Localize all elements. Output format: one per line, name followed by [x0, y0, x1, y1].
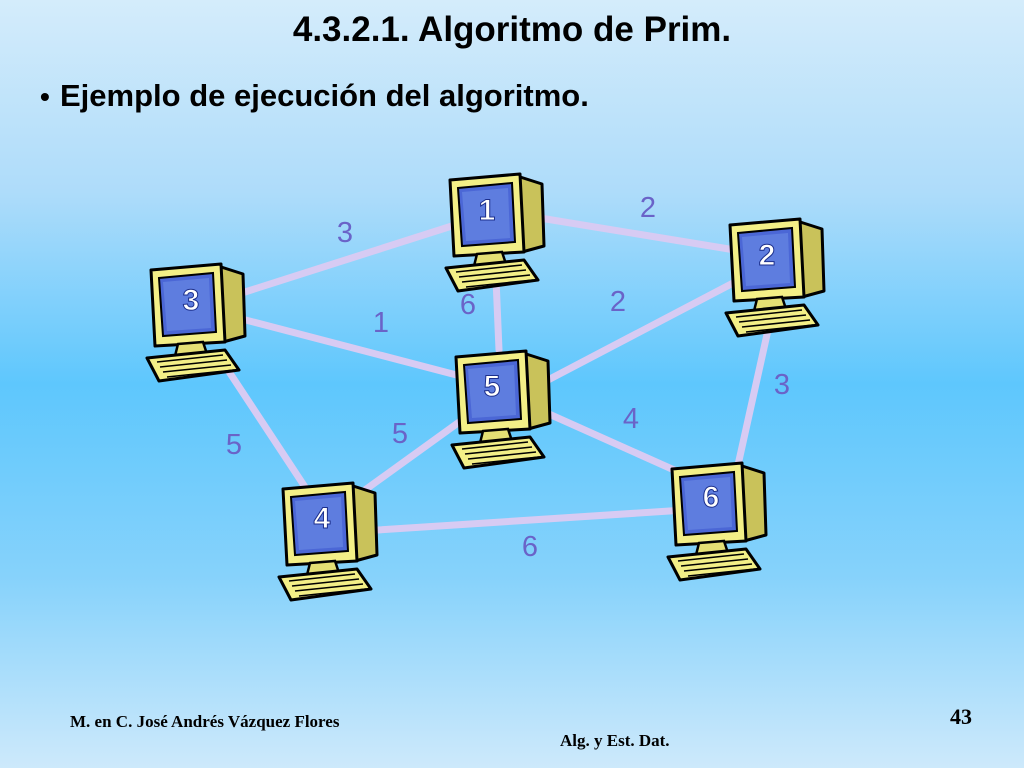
edge-weight-1-5: 6: [460, 289, 476, 321]
node-1: 1: [444, 172, 546, 293]
node-label-3: 3: [183, 284, 200, 317]
edge-3-4: [214, 351, 309, 491]
node-label-6: 6: [703, 481, 720, 514]
edge-4-6: [374, 506, 689, 534]
page-number: 43: [950, 704, 972, 729]
edge-weight-1-3: 3: [337, 217, 353, 249]
node-4: 4: [277, 481, 379, 602]
edge-2-5: [544, 278, 739, 384]
bullet-item: • Ejemplo de ejecución del algoritmo.: [40, 78, 589, 114]
edge-2-6: [734, 308, 776, 469]
edge-5-6: [536, 406, 696, 482]
bullet-dot: •: [40, 81, 50, 112]
computer-icon: [724, 217, 826, 338]
node-2: 2: [724, 217, 826, 338]
node-6: 6: [666, 461, 768, 582]
edge-weight-4-6: 6: [522, 531, 538, 563]
footer-course: Alg. y Est. Dat.: [560, 731, 670, 750]
slide-title: 4.3.2.1. Algoritmo de Prim.: [292, 10, 732, 49]
node-3: 3: [145, 262, 247, 383]
edge-weight-5-6: 4: [623, 403, 639, 435]
edge-1-2: [536, 214, 739, 254]
computer-icon: [444, 172, 546, 293]
edge-weight-2-5: 2: [610, 286, 626, 318]
computer-icon: [277, 481, 379, 602]
node-label-1: 1: [479, 194, 496, 227]
edge-weight-4-5: 5: [392, 418, 408, 450]
edge-weight-3-5: 1: [373, 307, 389, 339]
bullet-text: Ejemplo de ejecución del algoritmo.: [60, 78, 589, 113]
node-label-4: 4: [314, 502, 331, 535]
edge-weight-3-4: 5: [226, 429, 242, 461]
edge-weight-2-6: 3: [774, 369, 790, 401]
node-5: 5: [450, 349, 552, 470]
edge-weight-1-2: 2: [640, 192, 656, 224]
computer-icon: [145, 262, 247, 383]
node-label-2: 2: [759, 239, 776, 272]
node-label-5: 5: [484, 370, 501, 403]
edge-1-3: [241, 221, 459, 296]
computer-icon: [450, 349, 552, 470]
edge-4-5: [361, 416, 466, 494]
footer-author: M. en C. José Andrés Vázquez Flores: [70, 712, 340, 731]
edge-3-5: [234, 314, 472, 382]
